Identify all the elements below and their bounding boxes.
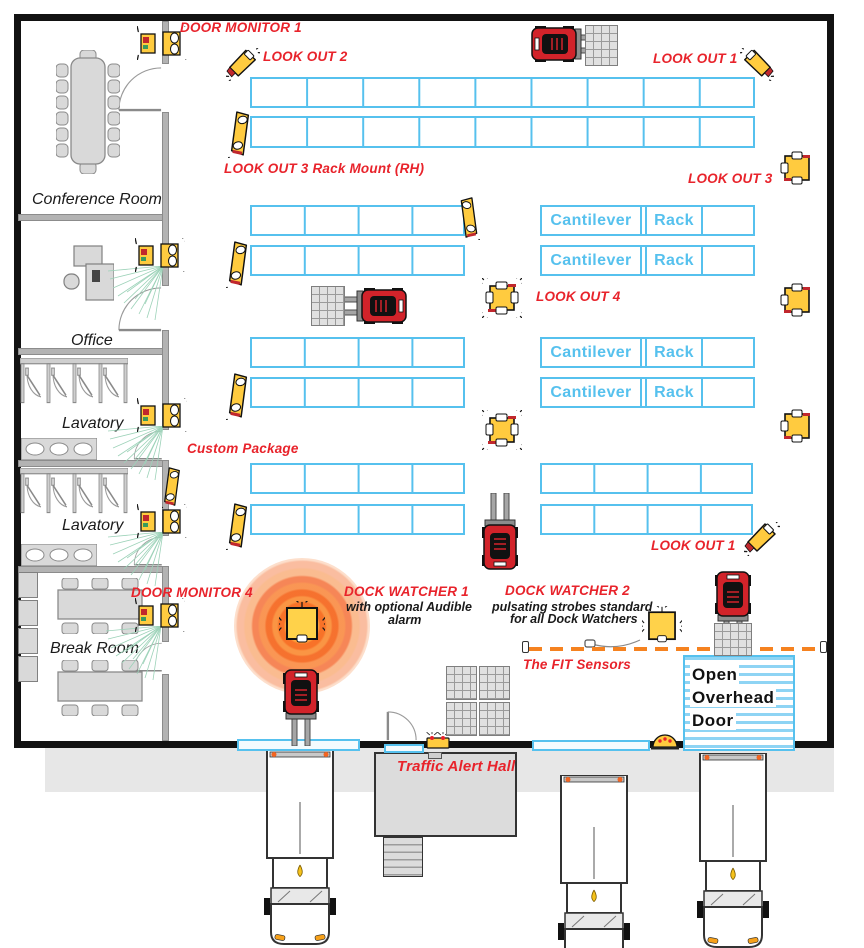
label-traffic-alert-hall: Traffic Alert Hall [397, 758, 516, 775]
fit-sensor-receiver [820, 641, 827, 653]
rack-row [250, 337, 465, 368]
label-dock-watcher-2: DOCK WATCHER 2 [505, 583, 630, 598]
fit-sensor-beam [529, 647, 821, 651]
rack-mount-sensor [226, 240, 250, 288]
look-out-3-sensor [778, 408, 816, 446]
pallet [311, 286, 345, 326]
rack-row [250, 245, 465, 276]
rack-row [540, 504, 753, 535]
label-door-monitor-4: DOOR MONITOR 4 [131, 585, 253, 600]
door-monitor-sensor [135, 238, 185, 272]
dock-watcher-1-sensor [279, 601, 325, 649]
rack-row [250, 463, 465, 494]
spray-fan [107, 426, 163, 481]
pallet [714, 623, 752, 656]
label-the-fit-sensors: The FIT Sensors [523, 657, 632, 672]
sensor-wire [584, 639, 641, 648]
truck-1 [264, 750, 336, 945]
rack-row [250, 116, 755, 148]
sinks-1 [21, 438, 97, 460]
conference-table [56, 50, 120, 174]
forklift [283, 669, 319, 746]
door-monitor-4-sensor [135, 598, 185, 632]
pallet [446, 666, 477, 700]
label-look-out-3: LOOK OUT 3 [688, 171, 773, 186]
locker [18, 600, 38, 626]
door-monitor-sensor [137, 398, 187, 432]
label-conference-room: Conference Room [32, 191, 162, 208]
rack-row [540, 463, 753, 494]
label-look-out-1-top: LOOK OUT 1 [653, 51, 738, 66]
wall-office-lavatory [18, 348, 169, 355]
corridor-wall-segment [162, 112, 169, 286]
look-out-3-sensor [778, 150, 816, 188]
fit-sensor-emitter [522, 641, 529, 653]
label-look-out-1-bottom: LOOK OUT 1 [651, 538, 736, 553]
cantilever-rack-row: Cantilever Rack [540, 377, 755, 408]
locker [18, 572, 38, 598]
stairs [383, 837, 423, 877]
label-open-overhead-door: Open Overhead Door [690, 665, 777, 730]
pallet [585, 25, 618, 66]
pallet [446, 702, 477, 736]
cantilever-rack-row: Cantilever Rack [540, 205, 755, 236]
label-dock-watcher-2-sub1: pulsating strobes standard [492, 600, 653, 614]
label-office: Office [71, 332, 113, 349]
cantilever-rack-row: Cantilever Rack [540, 245, 755, 276]
dome-strobe-sensor [650, 734, 680, 750]
door-monitor-sensor [137, 504, 187, 538]
look-out-3-rack-mount-sensor [228, 110, 252, 158]
spray-fan [107, 266, 163, 321]
label-look-out-4: LOOK OUT 4 [536, 289, 621, 304]
label-break-room: Break Room [50, 640, 139, 657]
label-custom-package: Custom Package [187, 441, 299, 456]
label-dock-watcher-2-sub2: for all Dock Watchers [510, 612, 638, 626]
look-out-4-sensor [482, 278, 522, 318]
spray-fan [107, 532, 163, 587]
spray-fan [105, 626, 161, 681]
rack-mount-sensor [226, 372, 250, 420]
door-conference [117, 66, 163, 112]
label-lavatory-2: Lavatory [62, 517, 124, 534]
label-dock-watcher-1: DOCK WATCHER 1 [344, 584, 469, 599]
label-look-out-2: LOOK OUT 2 [263, 49, 348, 64]
look-out-3-sensor [778, 282, 816, 320]
truck-3 [697, 753, 769, 948]
custom-package-sensor [162, 466, 182, 508]
pallet [479, 666, 510, 700]
rack-mount-sensor [458, 196, 480, 240]
locker [18, 628, 38, 654]
look-out-2-sensor [226, 48, 260, 81]
door-hall [386, 710, 418, 742]
look-out-4-sensor [482, 410, 522, 450]
corridor-wall-segment [162, 330, 169, 430]
label-look-out-3-rack-mount: LOOK OUT 3 Rack Mount (RH) [224, 161, 425, 176]
forklift [482, 493, 518, 570]
pallet [479, 702, 510, 736]
truck-2 [558, 775, 630, 948]
corridor-wall-segment [162, 674, 169, 741]
rack-row [250, 205, 465, 236]
rack-row [250, 377, 465, 408]
label-lavatory-1: Lavatory [62, 415, 124, 432]
dock-leveler [237, 739, 360, 751]
traffic-sensor-base [428, 752, 442, 759]
dock-leveler [532, 740, 650, 751]
toilet-stalls-1 [20, 358, 128, 404]
sinks-2 [21, 544, 97, 566]
cantilever-rack-row: Cantilever Rack [540, 337, 755, 368]
look-out-1-sensor [740, 48, 774, 81]
traffic-alert-hall-building [374, 752, 517, 837]
wall-conference-office [18, 214, 169, 221]
rack-row [250, 504, 465, 535]
dock-leveler [384, 744, 424, 753]
label-door-monitor-1: DOOR MONITOR 1 [180, 20, 302, 35]
label-dock-watcher-1-sub1: with optional Audible [346, 600, 472, 614]
rack-mount-sensor [226, 502, 250, 550]
look-out-1-bottom-sensor [744, 522, 780, 556]
label-dock-watcher-1-sub2: alarm [388, 613, 422, 627]
locker [18, 656, 38, 682]
rack-row [250, 77, 755, 108]
